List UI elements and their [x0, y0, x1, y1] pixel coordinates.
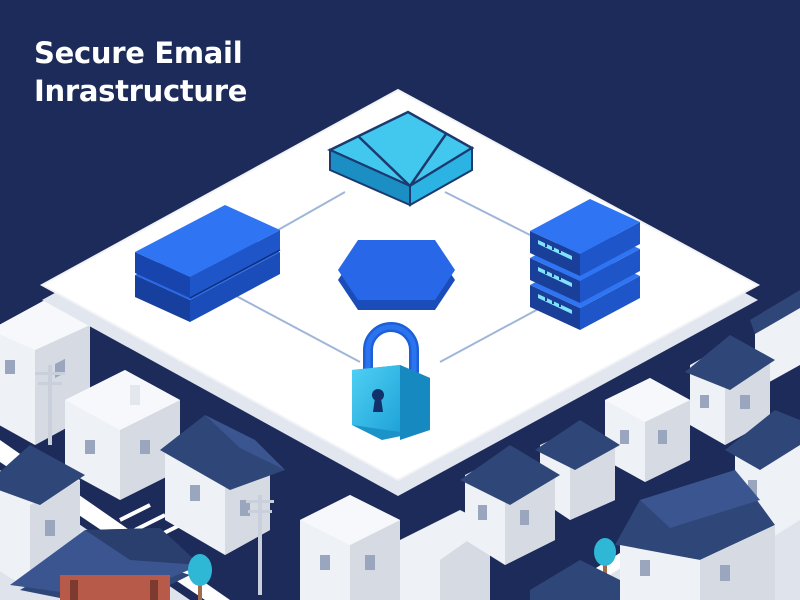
- headline: Secure Email Inrastructure: [34, 34, 247, 110]
- house-right-4-dark-roof: [535, 420, 620, 520]
- house-right-3: [605, 378, 690, 482]
- pagoda-house-left: [10, 528, 200, 600]
- house-center-bottom: [300, 495, 400, 600]
- house-right-5-dark-roof: [460, 445, 560, 565]
- house-left-3-dark-roof: [160, 415, 285, 555]
- house-right-2-dark-roof: [685, 335, 775, 445]
- padlock-icon: [352, 322, 430, 440]
- storage-stack-icon: [135, 205, 281, 322]
- connector-lines: [224, 191, 556, 363]
- house-left-2: [65, 370, 180, 500]
- headline-line-2: Inrastructure: [34, 74, 248, 108]
- headline-line-1: Secure Email: [34, 36, 243, 70]
- tree-right: [594, 538, 616, 582]
- server-rack-icon: [530, 199, 640, 330]
- pagoda-house-right: [615, 470, 775, 600]
- utility-pole-left: [35, 365, 65, 445]
- envelope-icon: [327, 110, 475, 207]
- tree-left: [188, 554, 212, 600]
- house-bottom-right: [530, 560, 620, 600]
- hexagon-hub-icon: [338, 240, 455, 310]
- utility-pole-center: [246, 495, 274, 595]
